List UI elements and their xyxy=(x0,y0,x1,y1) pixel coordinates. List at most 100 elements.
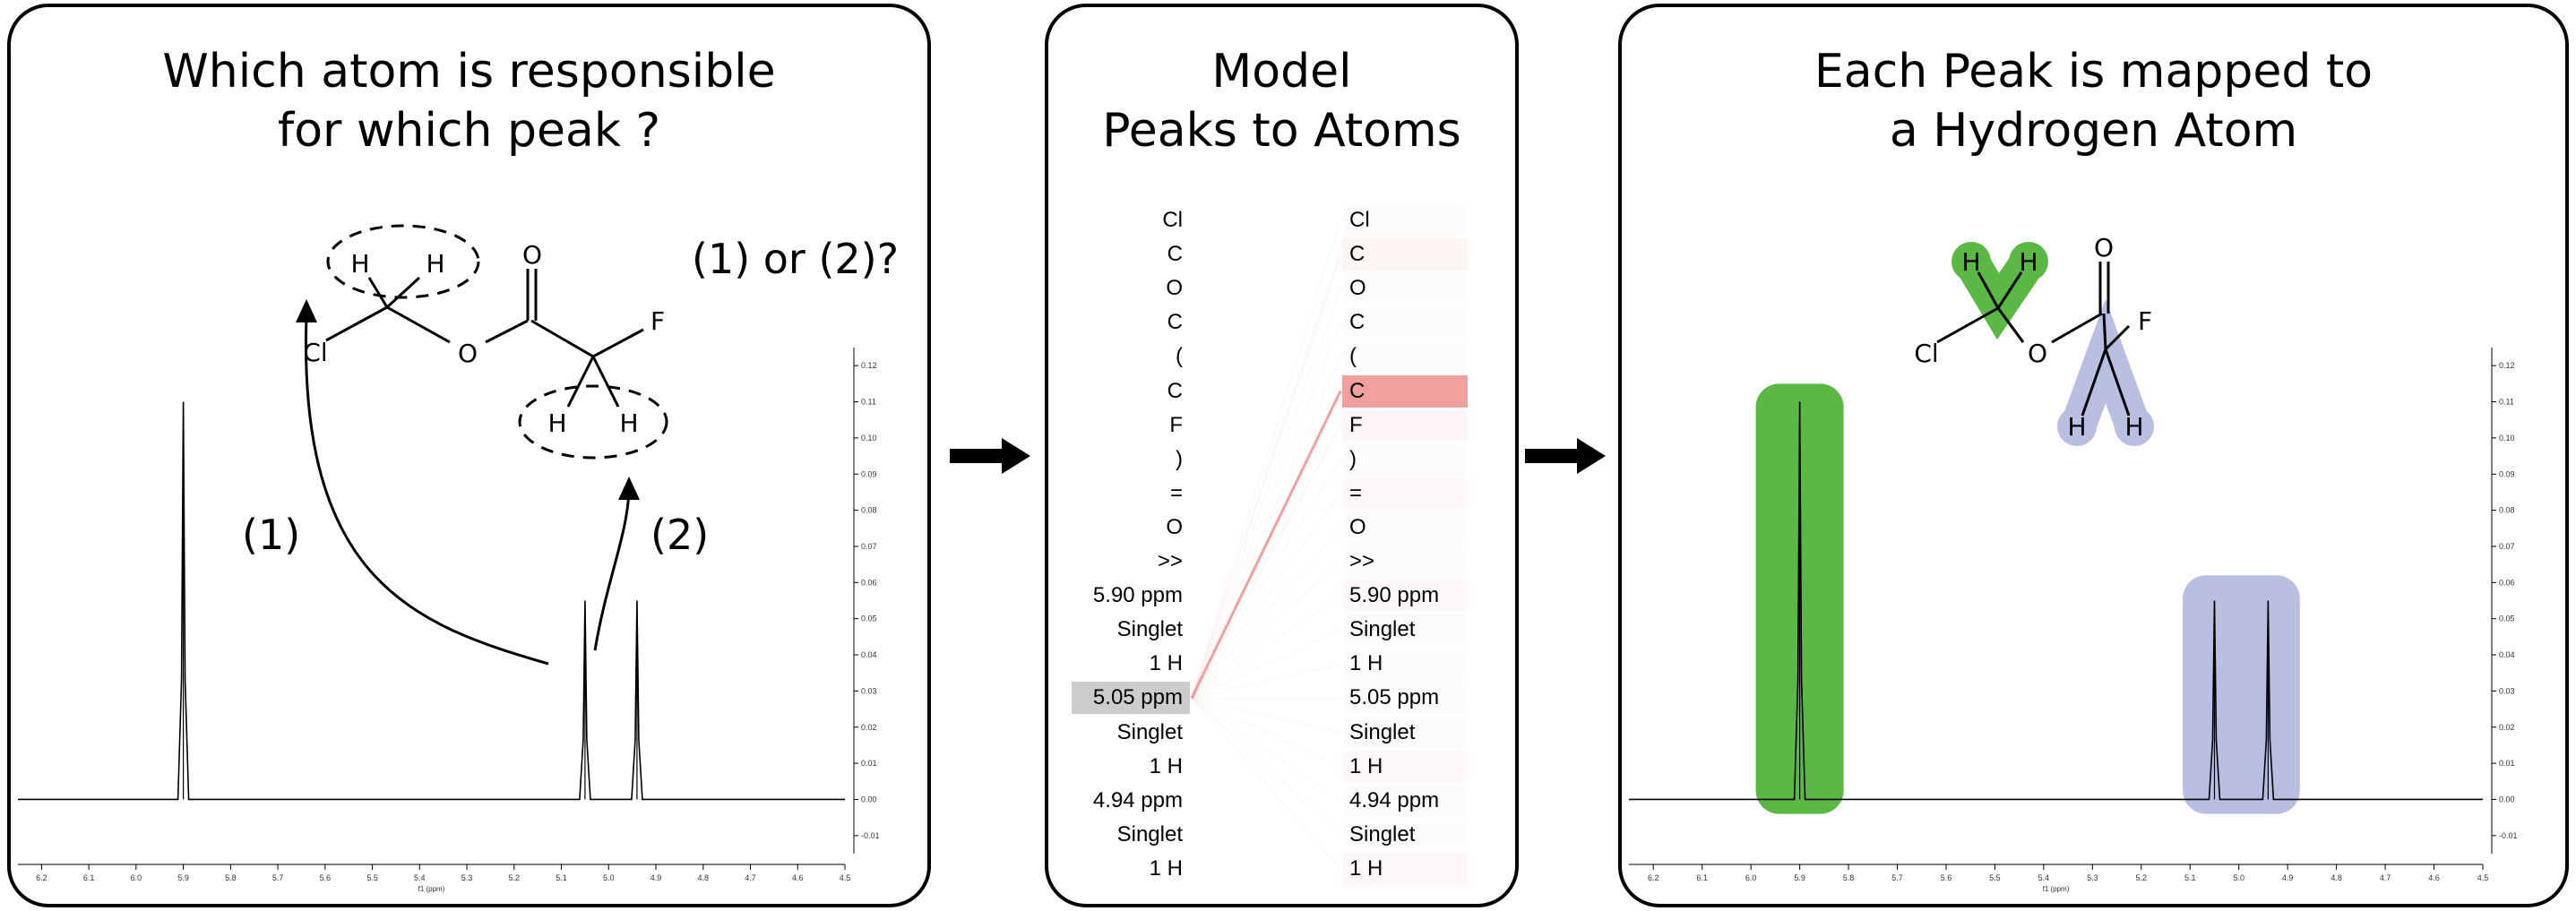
x-tick-label: 5.1 xyxy=(556,873,567,882)
token-right[interactable]: O xyxy=(1349,276,1366,301)
token-left[interactable]: F xyxy=(1169,412,1183,437)
token-right[interactable]: 1 H xyxy=(1349,651,1383,676)
token-left[interactable]: O xyxy=(1166,276,1183,301)
token-right[interactable]: ( xyxy=(1349,344,1357,369)
attention-line xyxy=(1191,561,1341,700)
attention-highlight xyxy=(1342,374,1468,408)
token-left[interactable]: C xyxy=(1167,242,1183,267)
x-axis-label: f1 (ppm) xyxy=(418,885,445,893)
atom-h3: H xyxy=(2067,412,2086,442)
attention-line xyxy=(1190,390,1342,700)
y-tick-label: 0.09 xyxy=(861,469,877,478)
y-tick-label: 0.12 xyxy=(2499,361,2515,370)
x-tick-label: 5.2 xyxy=(2136,873,2148,882)
y-tick-label: 0.06 xyxy=(2499,578,2515,587)
token-left[interactable]: 1 H xyxy=(1149,855,1183,881)
token-left[interactable]: 1 H xyxy=(1149,651,1183,676)
token-right[interactable]: >> xyxy=(1349,549,1375,573)
y-tick-label: 0.00 xyxy=(2499,795,2515,804)
token-left[interactable]: 5.90 ppm xyxy=(1092,583,1183,608)
x-tick-label: 6.0 xyxy=(1745,873,1757,882)
token-left[interactable]: O xyxy=(1166,514,1183,539)
y-tick-label: 0.02 xyxy=(861,723,877,732)
token-left[interactable]: C xyxy=(1167,378,1183,403)
x-axis-label: f1 (ppm) xyxy=(2043,885,2070,893)
token-right[interactable]: F xyxy=(1349,412,1363,437)
token-right[interactable]: C xyxy=(1349,310,1366,335)
attention-highlight xyxy=(1342,784,1468,817)
x-tick-label: 5.4 xyxy=(2038,873,2050,882)
token-right[interactable]: 5.05 ppm xyxy=(1349,685,1440,710)
x-tick-label: 5.6 xyxy=(320,873,332,882)
token-left[interactable]: Singlet xyxy=(1116,821,1183,847)
atom-h4: H xyxy=(2124,412,2143,442)
token-right[interactable]: 1 H xyxy=(1349,855,1383,881)
x-tick-label: 5.8 xyxy=(225,873,237,882)
token-left[interactable]: Cl xyxy=(1162,208,1183,232)
attention-line xyxy=(1191,357,1341,699)
token-left[interactable]: Singlet xyxy=(1116,719,1183,744)
attention-line xyxy=(1191,425,1341,699)
token-right[interactable]: C xyxy=(1349,378,1366,403)
attention-line xyxy=(1191,697,1341,836)
attention-line xyxy=(1191,629,1341,700)
y-tick-label: 0.12 xyxy=(861,361,877,370)
atom-o-carbonyl: O xyxy=(522,240,542,270)
token-right[interactable]: Singlet xyxy=(1349,617,1416,642)
x-tick-label: 6.2 xyxy=(36,873,47,882)
token-right[interactable]: 4.94 ppm xyxy=(1349,787,1440,812)
x-tick-label: 5.3 xyxy=(461,873,473,882)
token-right[interactable]: Singlet xyxy=(1349,821,1416,847)
token-right[interactable]: Singlet xyxy=(1349,719,1416,744)
token-right[interactable]: C xyxy=(1349,242,1366,267)
y-tick-label: 0.07 xyxy=(2499,542,2515,551)
attention-line xyxy=(1191,697,1341,870)
attention-line xyxy=(1191,595,1341,700)
token-right[interactable]: 1 H xyxy=(1349,753,1383,778)
y-tick-label: -0.01 xyxy=(2499,831,2518,840)
y-tick-label: 0.01 xyxy=(2499,759,2515,768)
y-tick-label: 0.08 xyxy=(2499,506,2515,515)
y-tick-label: 0.03 xyxy=(2499,686,2515,695)
atom-h3: H xyxy=(547,408,566,438)
panel-question: Which atom is responsible for which peak… xyxy=(7,4,931,907)
token-left[interactable]: 5.05 ppm xyxy=(1092,685,1183,710)
middle-title-line2: Peaks to Atoms xyxy=(1102,104,1461,158)
token-left[interactable]: ) xyxy=(1176,446,1183,471)
token-right[interactable]: = xyxy=(1349,480,1363,505)
right-title-line1: Each Peak is mapped to xyxy=(1814,45,2374,99)
token-left[interactable]: Singlet xyxy=(1116,617,1183,642)
molecule-structure-right: Cl O O F H H H H xyxy=(1914,233,2154,446)
token-left[interactable]: C xyxy=(1167,310,1183,335)
x-tick-label: 5.0 xyxy=(2233,873,2244,882)
molecule-structure-left: Cl O O F H H H H xyxy=(296,224,668,666)
token-right[interactable]: O xyxy=(1349,514,1366,539)
attention-line xyxy=(1191,697,1341,802)
attention-highlight xyxy=(1342,408,1468,442)
token-left[interactable]: ( xyxy=(1176,344,1183,369)
token-right[interactable]: 5.90 ppm xyxy=(1349,583,1440,608)
x-tick-label: 5.5 xyxy=(366,873,378,882)
y-tick-label: 0.05 xyxy=(861,614,877,623)
atom-o: O xyxy=(458,339,478,368)
token-right[interactable]: ) xyxy=(1349,446,1357,471)
y-tick-label: 0.08 xyxy=(861,506,877,515)
attention-line xyxy=(1191,288,1341,699)
x-tick-label: 5.9 xyxy=(177,873,189,882)
label-1: (1) xyxy=(242,511,301,559)
token-left[interactable]: 4.94 ppm xyxy=(1092,787,1183,812)
token-right[interactable]: Cl xyxy=(1349,208,1370,232)
y-tick-label: 0.06 xyxy=(861,578,877,587)
token-left[interactable]: = xyxy=(1169,480,1183,505)
y-tick-label: 0.01 xyxy=(861,759,877,768)
y-tick-label: 0.09 xyxy=(2499,469,2515,478)
attention-line xyxy=(1191,459,1341,699)
attention-line xyxy=(1191,697,1341,768)
x-tick-label: 5.7 xyxy=(1891,873,1903,882)
attention-line xyxy=(1191,663,1341,700)
attention-lines xyxy=(1190,219,1342,870)
token-left[interactable]: >> xyxy=(1157,549,1183,573)
token-left[interactable]: 1 H xyxy=(1149,753,1183,778)
x-tick-label: 5.0 xyxy=(603,873,615,882)
